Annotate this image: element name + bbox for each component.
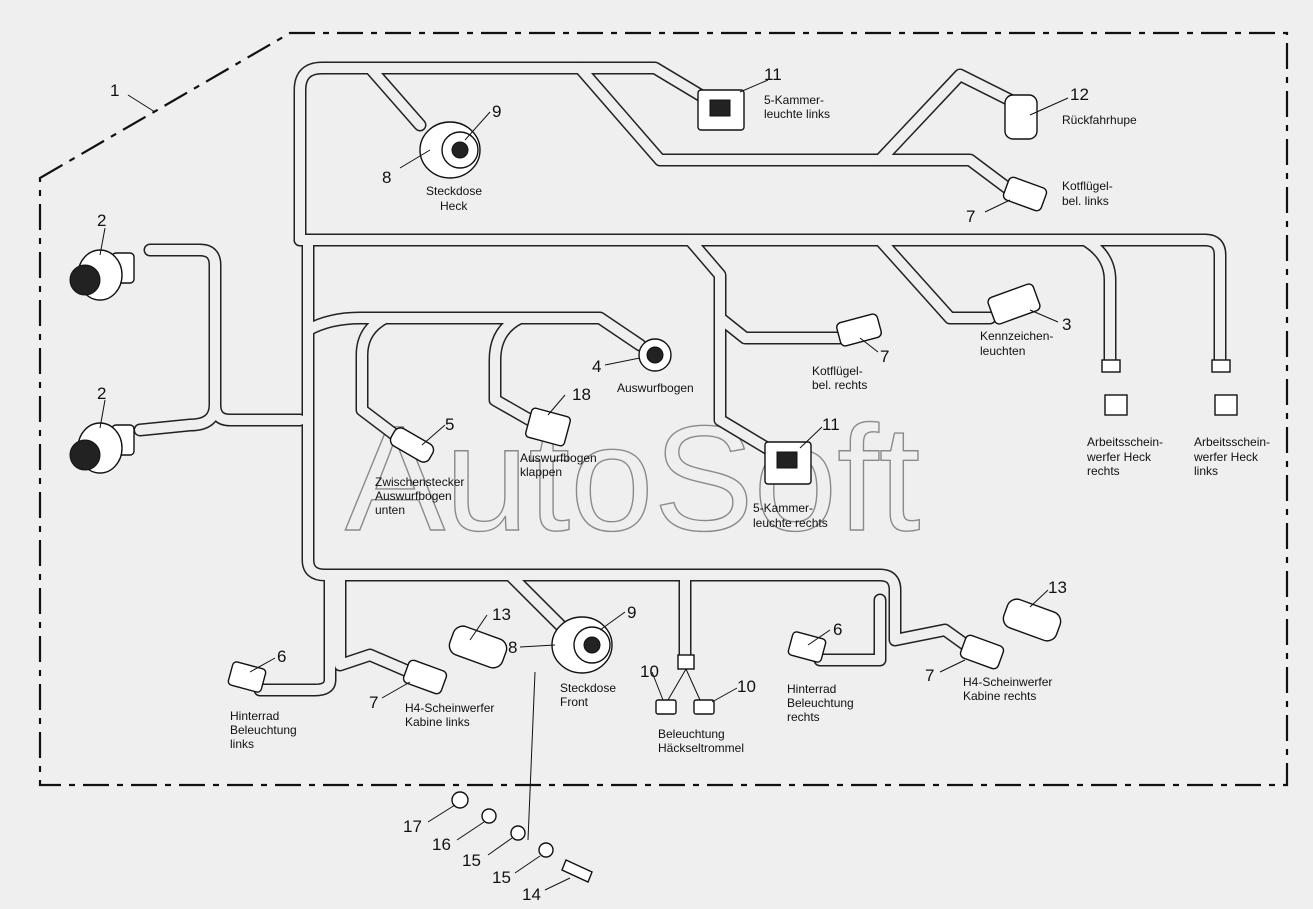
label-hinterrad-links: Hinterrad Beleuchtung links xyxy=(230,709,300,751)
part-number-9-front: 9 xyxy=(627,603,636,622)
part-number-1: 1 xyxy=(110,81,119,100)
part-number-7-kotfluegel-links: 7 xyxy=(966,207,975,226)
harness-bundle xyxy=(133,61,1227,697)
plug-hinterrad-links xyxy=(227,661,267,693)
part-number-6-links: 6 xyxy=(277,647,286,666)
part-number-2-upper: 2 xyxy=(97,211,106,230)
label-beleuchtung-hackseltrommel: Beleuchtung Häckseltrommel xyxy=(658,727,744,755)
plug-auswurfbogen-klappen xyxy=(524,407,572,447)
plug-kotfluegel-rechts xyxy=(836,313,882,347)
label-5-kammer-links: 5-Kammer- leuchte links xyxy=(764,93,830,121)
label-hinterrad-rechts: Hinterrad Beleuchtung rechts xyxy=(787,682,857,724)
label-rueckfahrhupe: Rückfahrhupe xyxy=(1062,113,1137,127)
label-kennzeichenleuchten: Kennzeichen- leuchten xyxy=(980,329,1057,358)
mounting-hardware xyxy=(451,671,593,883)
leader-lines xyxy=(99,79,1069,891)
label-h4-rechts: H4-Scheinwerfer Kabine rechts xyxy=(963,675,1056,703)
part-number-8-heck: 8 xyxy=(382,168,391,187)
label-auswurfbogen: Auswurfbogen xyxy=(617,381,694,395)
part-number-11-right: 11 xyxy=(822,415,840,434)
plug-hackseltrommel xyxy=(655,654,715,715)
part-number-15-lower: 15 xyxy=(492,868,511,887)
assembly-boundary xyxy=(38,31,1289,787)
plug-arbeitsscheinwerfer-links xyxy=(1211,359,1238,416)
part-number-9-heck: 9 xyxy=(492,102,501,121)
label-5-kammer-rechts: 5-Kammer- leuchte rechts xyxy=(753,501,828,530)
plug-zwischenstecker xyxy=(389,427,435,463)
plug-arbeitsscheinwerfer-rechts xyxy=(1101,359,1128,416)
part-number-13-links: 13 xyxy=(492,605,511,624)
lamp-5-chamber-right xyxy=(764,441,812,485)
reverse-horn-connector xyxy=(1004,94,1038,140)
part-number-11-left: 11 xyxy=(764,65,782,84)
label-auswurfbogen-klappen: Auswurfbogen klappen xyxy=(520,451,600,479)
plug-h4-rechts xyxy=(959,598,1062,670)
label-zwischenstecker: Zwischenstecker Auswurfbogen unten xyxy=(375,475,468,517)
label-steckdose-front: Steckdose Front xyxy=(560,681,619,709)
round-connector-2-lower xyxy=(69,422,135,474)
part-number-7-h4-links: 7 xyxy=(369,693,378,712)
part-number-7-kotfluegel-rechts: 7 xyxy=(880,347,889,366)
socket-steckdose-heck xyxy=(419,121,481,179)
part-number-16: 16 xyxy=(432,835,451,854)
part-number-10-right: 10 xyxy=(737,677,756,696)
label-h4-links: H4-Scheinwerfer Kabine links xyxy=(405,701,498,729)
part-number-14: 14 xyxy=(522,885,541,904)
socket-steckdose-front xyxy=(551,616,613,674)
part-number-13-rechts: 13 xyxy=(1048,578,1067,597)
watermark: AutoSoft xyxy=(345,394,920,562)
label-kotfluegel-links: Kotflügel- bel. links xyxy=(1062,179,1116,208)
plug-kotfluegel-links xyxy=(1002,176,1048,212)
part-number-5: 5 xyxy=(445,415,454,434)
round-connector-2-upper xyxy=(69,249,135,301)
plug-h4-links xyxy=(402,625,508,695)
label-steckdose-heck: Steckdose Heck xyxy=(426,184,485,213)
part-number-6-rechts: 6 xyxy=(833,620,842,639)
part-number-4: 4 xyxy=(592,357,601,376)
part-number-15-upper: 15 xyxy=(462,851,481,870)
socket-auswurfbogen xyxy=(638,338,672,372)
part-number-12: 12 xyxy=(1070,85,1089,104)
part-number-17: 17 xyxy=(403,817,422,836)
label-arbeitsscheinwerfer-rechts: Arbeitsschein- werfer Heck rechts xyxy=(1086,435,1166,478)
label-kotfluegel-rechts: Kotflügel- bel. rechts xyxy=(812,364,867,392)
label-arbeitsscheinwerfer-links: Arbeitsschein- werfer Heck links xyxy=(1193,435,1273,478)
lamp-5-chamber-left xyxy=(697,89,745,131)
part-number-7-h4-rechts: 7 xyxy=(925,666,934,685)
part-number-10-left: 10 xyxy=(640,662,659,681)
part-number-8-front: 8 xyxy=(508,638,517,657)
part-number-2-lower: 2 xyxy=(97,384,106,403)
plug-kennzeichen xyxy=(987,283,1041,325)
part-number-3: 3 xyxy=(1062,315,1071,334)
part-number-18: 18 xyxy=(572,385,591,404)
